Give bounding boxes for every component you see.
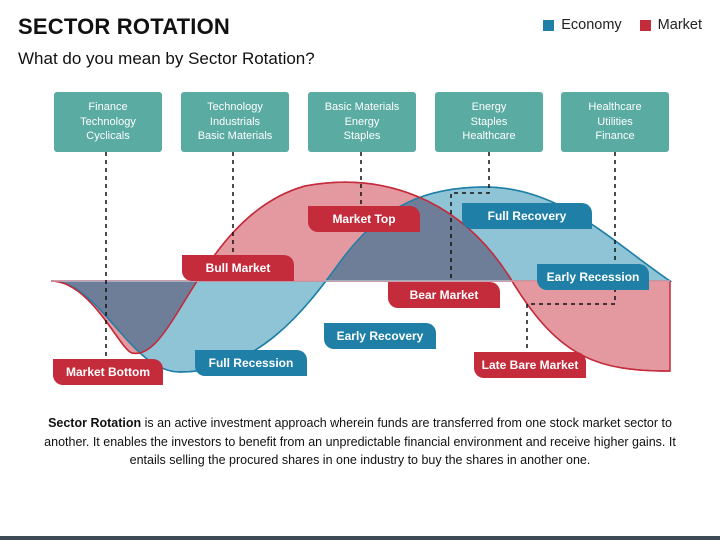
sector-box-4: Energy Staples Healthcare	[435, 92, 543, 152]
description-text: is an active investment approach wherein…	[44, 416, 676, 467]
sector-box-5-line-3: Finance	[595, 130, 635, 143]
sector-box-1: Finance Technology Cyclicals	[54, 92, 162, 152]
sector-box-2-line-2: Industrials	[209, 115, 261, 128]
sector-box-5-line-2: Utilities	[597, 115, 633, 128]
legend-item-economy: Economy	[543, 17, 622, 33]
sector-box-5-line-1: Healthcare	[588, 101, 642, 114]
tag-early-recession: Early Recession	[537, 264, 649, 290]
description-term: Sector Rotation	[48, 416, 142, 430]
sector-box-3: Basic Materials Energy Staples	[308, 92, 416, 152]
tag-market-bottom: Market Bottom	[53, 359, 163, 385]
sector-box-1-line-1: Finance	[88, 101, 128, 114]
sector-box-2-line-3: Basic Materials	[197, 130, 273, 143]
legend-item-market: Market	[639, 17, 702, 33]
sector-box-4-line-3: Healthcare	[462, 130, 516, 143]
legend-swatch-market	[639, 19, 651, 31]
sector-box-3-line-1: Basic Materials	[324, 101, 400, 114]
sector-box-1-line-2: Technology	[80, 115, 136, 128]
tag-early-recovery: Early Recovery	[324, 323, 436, 349]
sector-box-3-line-2: Energy	[344, 115, 380, 128]
sector-box-5: Healthcare Utilities Finance	[561, 92, 669, 152]
legend: Economy Market	[525, 17, 702, 33]
economy-curve-line	[50, 186, 671, 373]
footer-bar	[0, 536, 720, 540]
tag-full-recovery: Full Recovery	[462, 203, 592, 229]
tag-full-recession: Full Recession	[195, 350, 307, 376]
sector-box-2: Technology Industrials Basic Materials	[181, 92, 289, 152]
connector-5	[526, 152, 616, 354]
page-title: SECTOR ROTATION	[18, 14, 230, 39]
page-subtitle: What do you mean by Sector Rotation?	[18, 49, 315, 68]
sector-box-4-line-2: Staples	[470, 115, 508, 128]
legend-label-economy: Economy	[561, 17, 622, 33]
sector-box-1-line-3: Cyclicals	[86, 130, 130, 143]
market-curve-line	[50, 181, 671, 372]
legend-label-market: Market	[657, 17, 702, 33]
tag-market-top: Market Top	[308, 206, 420, 232]
legend-swatch-economy	[543, 19, 555, 31]
tag-bull-market: Bull Market	[182, 255, 294, 281]
sector-box-4-line-1: Energy	[471, 101, 507, 114]
tag-late-bare-market: Late Bare Market	[474, 352, 586, 378]
description: Sector Rotation is an active investment …	[40, 414, 680, 470]
tag-bear-market: Bear Market	[388, 282, 500, 308]
connector-4	[450, 152, 490, 284]
sector-box-3-line-3: Staples	[343, 130, 381, 143]
sector-box-2-line-1: Technology	[207, 101, 263, 114]
